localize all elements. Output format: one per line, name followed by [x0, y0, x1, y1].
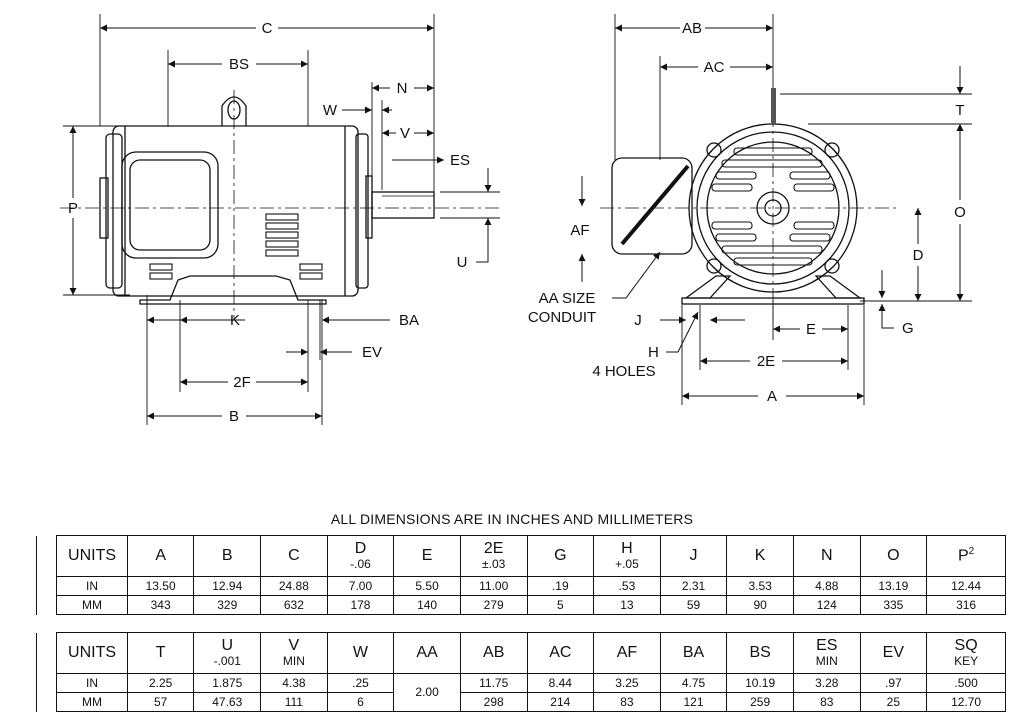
header-cell: O: [859, 535, 928, 577]
end-view: [600, 14, 972, 405]
aa-merged-cell: 2.00: [393, 673, 461, 712]
label-2f: 2F: [233, 374, 251, 391]
label-4-holes: 4 HOLES: [592, 363, 655, 380]
table-row: MM 343 329 632 178 140 279 5 13 59 90 12…: [37, 595, 1006, 615]
header-cell: T: [126, 632, 195, 674]
side-view: [60, 14, 500, 425]
header-cell: EV: [859, 632, 928, 674]
header-cell: J: [659, 535, 728, 577]
label-d: D: [913, 247, 924, 264]
label-aa-size: AA SIZE: [539, 290, 596, 307]
label-g: G: [902, 320, 914, 337]
label-u: U: [457, 254, 468, 271]
label-e: E: [806, 321, 816, 338]
label-k: K: [230, 312, 240, 329]
header-cell: N: [792, 535, 861, 577]
label-h: H: [648, 344, 659, 361]
header-cell: E: [393, 535, 461, 577]
header-cell: A: [126, 535, 195, 577]
header-cell: AB: [459, 632, 528, 674]
label-ac: AC: [704, 59, 725, 76]
header-cell: AA: [393, 632, 461, 674]
header-cell: H+.05: [593, 535, 661, 577]
dimensions-table-1: UNITS A B C D-.06 E 2E±.03 G H+.05 J K N…: [35, 535, 1006, 615]
label-p: P: [68, 200, 78, 217]
header-cell: D-.06: [326, 535, 395, 577]
label-es: ES: [450, 152, 470, 169]
header-cell: AF: [593, 632, 661, 674]
header-cell: C: [260, 535, 328, 577]
header-cell: K: [726, 535, 794, 577]
label-ev: EV: [362, 344, 382, 361]
label-w: W: [323, 102, 338, 119]
header-cell: G: [526, 535, 595, 577]
label-ab: AB: [682, 20, 702, 37]
label-t: T: [955, 102, 964, 119]
header-cell: BS: [726, 632, 794, 674]
label-2e: 2E: [757, 353, 775, 370]
label-b: B: [229, 408, 239, 425]
table-row: IN 2.25 1.875 4.38 .25 2.00 11.75 8.44 3…: [37, 673, 1006, 712]
end-view-dimensions: [578, 24, 964, 400]
label-o: O: [954, 204, 966, 221]
header-cell: 2E±.03: [459, 535, 528, 577]
label-conduit: CONDUIT: [528, 309, 596, 326]
table-1-header-row: UNITS A B C D-.06 E 2E±.03 G H+.05 J K N…: [35, 535, 1006, 615]
label-bs: BS: [229, 56, 249, 73]
label-n: N: [397, 80, 408, 97]
header-cell: P2: [926, 535, 1006, 577]
label-af: AF: [570, 222, 589, 239]
label-ba: BA: [399, 312, 419, 329]
header-cell: U-.001: [193, 632, 262, 674]
header-cell: UNITS: [56, 535, 128, 577]
label-j: J: [634, 312, 642, 329]
dimension-labels: C BS N W V ES P U K BA EV 2F B AB AC T O…: [68, 20, 966, 425]
label-c: C: [262, 20, 273, 37]
header-cell: UNITS: [56, 632, 128, 674]
header-cell: W: [326, 632, 395, 674]
table-row: MM 57 47.63 111 6 298 214 83 121 259 83 …: [37, 692, 1006, 712]
header-cell: AC: [526, 632, 595, 674]
label-v: V: [400, 125, 410, 142]
header-cell: BA: [659, 632, 728, 674]
header-cell: B: [193, 535, 262, 577]
motor-dimension-drawing: C BS N W V ES P U K BA EV 2F B AB AC T O…: [60, 14, 972, 425]
table-row: IN 13.50 12.94 24.88 7.00 5.50 11.00 .19…: [37, 576, 1006, 596]
label-a: A: [767, 388, 777, 405]
side-view-dimensions: [69, 24, 492, 420]
units-caption: ALL DIMENSIONS ARE IN INCHES AND MILLIME…: [330, 511, 694, 527]
